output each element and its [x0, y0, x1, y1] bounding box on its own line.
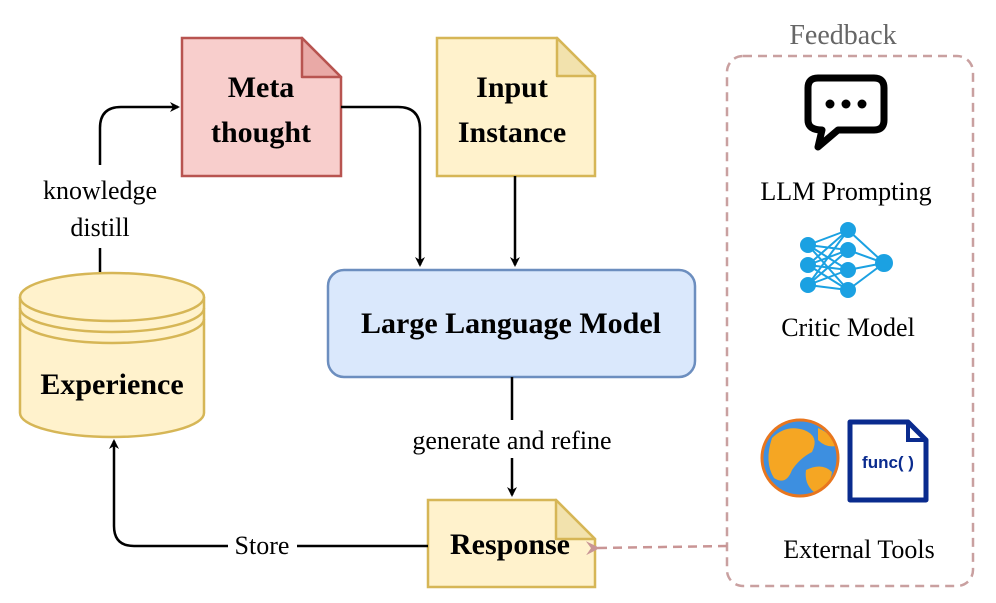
input-instance-node: Input Instance	[435, 36, 597, 178]
function-file-icon: func( )	[847, 419, 929, 503]
edge-feedback-to-response	[585, 541, 728, 556]
meta-thought-line2: thought	[211, 116, 311, 149]
edge-meta-to-llm	[341, 105, 425, 267]
meta-thought-node: Meta thought	[180, 36, 343, 178]
feedback-title: Feedback	[789, 20, 896, 51]
external-tools-label: External Tools	[783, 535, 935, 564]
feedback-panel	[725, 54, 975, 588]
edge-distill-to-meta	[98, 102, 180, 165]
input-instance-line1: Input	[476, 71, 548, 104]
response-node: Response	[426, 498, 597, 589]
input-instance-line2: Instance	[458, 116, 566, 149]
critic-model-label: Critic Model	[781, 313, 915, 342]
response-label: Response	[450, 528, 570, 561]
llm-prompting-label: LLM Prompting	[760, 177, 931, 206]
llm-node: Large Language Model	[326, 268, 697, 379]
neural-network-icon	[800, 222, 893, 298]
knowledge-distill-line1: knowledge	[43, 176, 157, 205]
experience-node: Experience	[18, 271, 206, 439]
chat-bubble-icon	[804, 74, 888, 151]
store-label: Store	[235, 531, 290, 560]
llm-label: Large Language Model	[361, 307, 661, 340]
meta-thought-line1: Meta	[228, 71, 295, 104]
knowledge-distill-line2: distill	[70, 213, 129, 242]
edge-response-to-experience	[114, 441, 428, 548]
experience-label: Experience	[40, 368, 183, 401]
globe-icon	[760, 418, 840, 498]
func-label: func( )	[862, 453, 914, 472]
generate-refine-label: generate and refine	[412, 426, 611, 455]
